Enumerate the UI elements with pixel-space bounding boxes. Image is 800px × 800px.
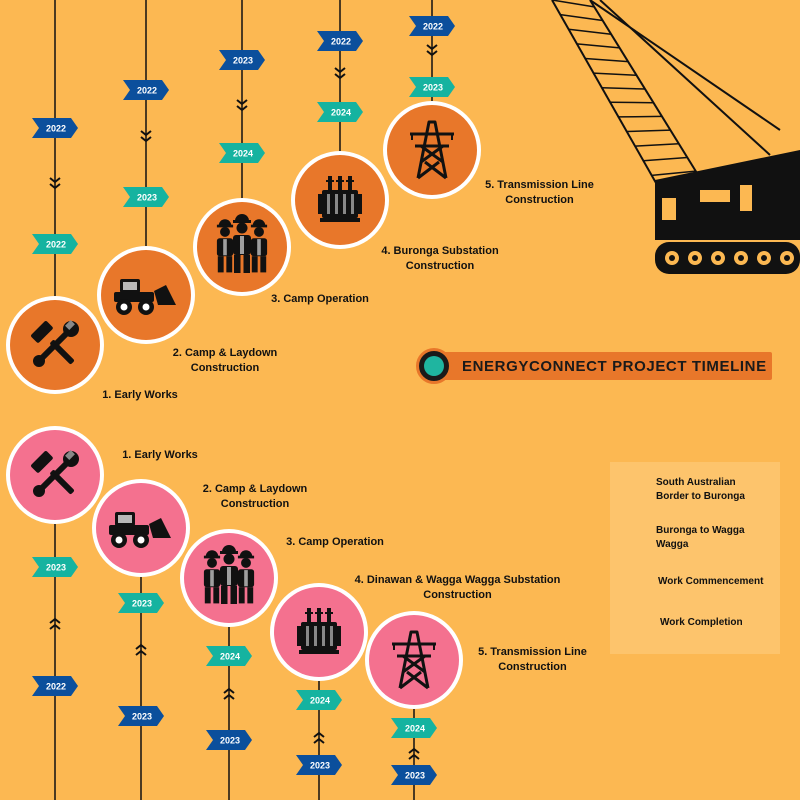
pink-completion-marker: 2023 [32,557,78,577]
pink-stage-circle [6,426,104,524]
orange-stage-circle [383,101,481,199]
orange-commencement-marker: 2023 [219,50,265,70]
pink-stage-circle [365,611,463,709]
pink-stage-4-label: 4. Dinawan & Wagga Wagga Substation Cons… [354,574,561,601]
orange-completion-marker: 2024 [317,102,363,122]
legend: South Australian Border to Buronga Buron… [610,462,780,654]
orange-completion-marker: 2024 [219,143,265,163]
orange-completion-marker: 2022 [32,234,78,254]
svg-text:2024: 2024 [331,108,351,118]
title-dot-icon [424,356,444,376]
orange-commencement-marker: 2022 [317,31,363,51]
svg-text:2022: 2022 [331,37,351,47]
pink-stage-circle [180,529,278,627]
pink-commencement-marker: 2022 [32,676,78,696]
legend-orange-label: South Australian Border to Buronga [656,477,745,502]
orange-stage-4-label: 4. Buronga Substation Construction [381,245,499,272]
svg-text:2022: 2022 [423,22,443,32]
svg-text:2022: 2022 [46,240,66,250]
svg-text:2023: 2023 [405,771,425,781]
pink-completion-marker: 2023 [118,593,164,613]
chevron-down-icon [140,130,152,143]
svg-text:2023: 2023 [46,563,66,573]
page-title: ENERGYCONNECT PROJECT TIMELINE [462,358,767,375]
orange-completion-marker: 2023 [409,77,455,97]
chevron-up-icon [313,731,325,744]
svg-text:2024: 2024 [233,149,253,159]
svg-text:2023: 2023 [132,712,152,722]
pink-stage-3-label: 3. Camp Operation [286,536,384,548]
crane-illustration [551,0,800,274]
pink-commencement-marker: 2023 [391,765,437,785]
title-banner: ENERGYCONNECT PROJECT TIMELINE [416,348,776,384]
orange-stage-circle [97,246,195,344]
svg-text:2023: 2023 [233,56,253,66]
pink-commencement-marker: 2023 [206,730,252,750]
svg-text:2022: 2022 [46,682,66,692]
chevron-up-icon [223,687,235,700]
orange-stage-circle [193,198,291,296]
chevron-down-icon [334,67,346,80]
orange-commencement-marker: 2022 [123,80,169,100]
orange-stage-3-label: 3. Camp Operation [271,293,369,305]
pink-stage-1-label: 1. Early Works [122,449,198,461]
svg-text:2024: 2024 [220,652,240,662]
pink-completion-marker: 2024 [391,718,437,738]
chevron-down-icon [236,99,248,112]
orange-stage-circle [291,151,389,249]
pink-completion-marker: 2024 [206,646,252,666]
orange-stage-5-label: 5. Transmission Line Construction [485,179,594,206]
orange-commencement-marker: 2022 [409,16,455,36]
title-bar [438,352,772,380]
legend-pink-label: Buronga to Wagga Wagga [656,525,745,550]
chevron-up-icon [135,643,147,656]
svg-text:2024: 2024 [405,724,425,734]
svg-text:2023: 2023 [132,599,152,609]
chevron-up-icon [49,617,61,630]
pink-commencement-marker: 2023 [118,706,164,726]
pink-commencement-marker: 2023 [296,755,342,775]
pink-stage-circle [270,583,368,681]
chevron-down-icon [426,44,438,57]
legend-completion-label: Work Completion [660,617,743,628]
svg-text:2023: 2023 [137,193,157,203]
orange-stage-circle [6,296,104,394]
orange-stage-1-label: 1. Early Works [102,389,178,401]
svg-text:2024: 2024 [310,696,330,706]
svg-text:2023: 2023 [220,736,240,746]
pink-completion-marker: 2024 [296,690,342,710]
title-ring-icon [416,348,452,384]
pink-stage-5-label: 5. Transmission Line Construction [478,646,587,673]
svg-text:2023: 2023 [310,761,330,771]
svg-text:2022: 2022 [137,86,157,96]
chevron-down-icon [49,177,61,190]
orange-commencement-marker: 2022 [32,118,78,138]
svg-text:2022: 2022 [46,124,66,134]
pink-stage-2-label: 2. Camp & Laydown Construction [202,483,308,510]
chevron-up-icon [408,747,420,760]
svg-text:2023: 2023 [423,83,443,93]
orange-stage-2-label: 2. Camp & Laydown Construction [172,347,278,374]
orange-completion-marker: 2023 [123,187,169,207]
pink-stage-circle [92,479,190,577]
legend-commencement-label: Work Commencement [658,576,764,587]
